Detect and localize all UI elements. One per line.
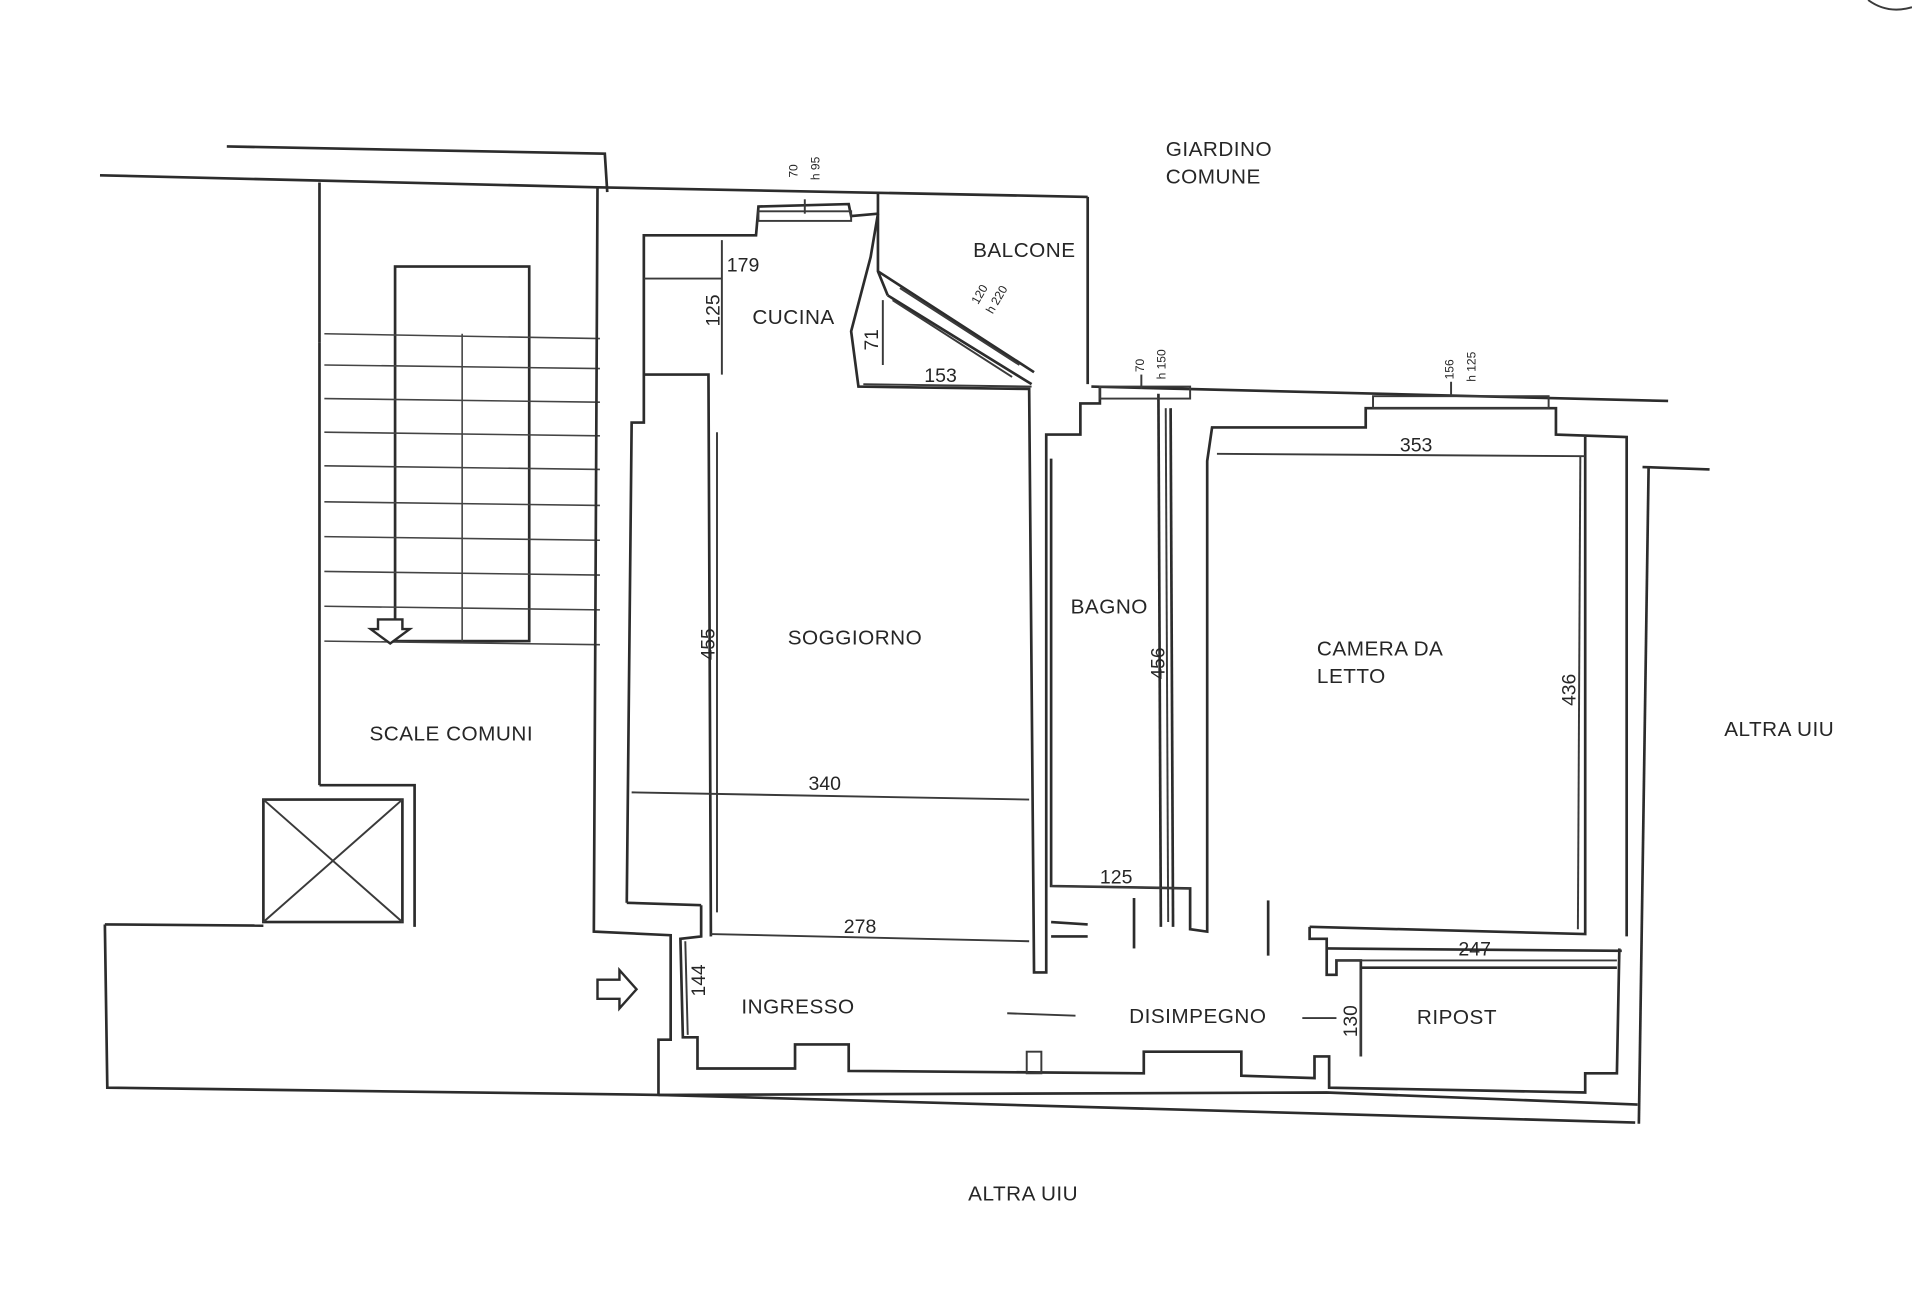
- dim-ingresso-height: 144: [688, 964, 710, 996]
- dim-soggiorno-width: 340: [808, 773, 841, 795]
- label-soggiorno: SOGGIORNO: [788, 627, 923, 650]
- label-disimpegno: DISIMPEGNO: [1129, 1005, 1266, 1028]
- dimension-values: 179 125 153 71 455 340 278 144 456 125 3…: [688, 254, 1581, 1037]
- common-staircase: [324, 265, 600, 646]
- label-altra-uiu-right: ALTRA UIU: [1724, 718, 1834, 741]
- label-letto: LETTO: [1317, 665, 1386, 688]
- label-scale-comuni: SCALE COMUNI: [369, 723, 533, 746]
- room-labels: GIARDINO COMUNE BALCONE CUCINA SOGGIORNO…: [369, 138, 1834, 1206]
- dim-camera-height: 436: [1558, 674, 1580, 706]
- label-ingresso: INGRESSO: [741, 995, 854, 1018]
- dimension-lines: [631, 240, 1617, 1057]
- window-camera-height: h 125: [1464, 351, 1478, 381]
- dim-camera-width: 353: [1400, 435, 1433, 457]
- dim-bagno-height: 456: [1147, 647, 1169, 679]
- dim-cucina-height: 125: [702, 294, 724, 326]
- label-ripost: RIPOST: [1417, 1006, 1497, 1029]
- dim-balcone-length: 153: [924, 365, 957, 387]
- window-cucina-height: h 95: [808, 156, 822, 180]
- label-comune: COMUNE: [1166, 166, 1261, 189]
- label-cucina: CUCINA: [752, 306, 834, 329]
- dim-ingresso-width: 278: [844, 916, 877, 938]
- label-altra-uiu-bottom: ALTRA UIU: [968, 1183, 1078, 1206]
- window-cucina-width: 70: [786, 164, 800, 178]
- dim-bagno-width: 125: [1100, 867, 1133, 889]
- entrance-arrow-icon: [596, 966, 639, 1012]
- lift-shaft: [262, 798, 404, 924]
- label-balcone: BALCONE: [973, 239, 1075, 262]
- window-bagno-width: 70: [1133, 359, 1147, 373]
- dim-balcone-side: 71: [861, 329, 883, 350]
- label-camera: CAMERA DA: [1317, 638, 1443, 661]
- balcony-windows: [757, 199, 1550, 410]
- dim-cucina-width: 179: [727, 254, 760, 276]
- dim-ripost-height: 130: [1340, 1005, 1362, 1037]
- window-camera-width: 156: [1442, 359, 1456, 379]
- window-bagno-height: h 150: [1155, 349, 1169, 379]
- corner-mark: [1867, 0, 1912, 11]
- dim-ripost-width: 247: [1458, 939, 1491, 961]
- dim-soggiorno-height: 455: [697, 628, 719, 660]
- label-bagno: BAGNO: [1071, 596, 1148, 619]
- window-annotations: 70 h 95 120 h 220 70 h 150 156 h 125: [786, 156, 1478, 381]
- label-giardino: GIARDINO: [1166, 138, 1272, 161]
- stair-direction-arrow-icon: [367, 618, 414, 645]
